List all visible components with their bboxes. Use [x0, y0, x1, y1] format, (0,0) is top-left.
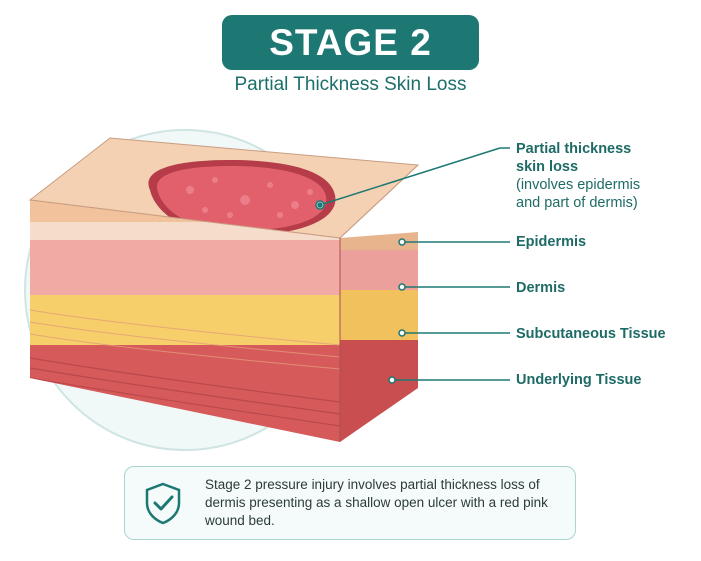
- info-text: Stage 2 pressure injury involves partial…: [205, 476, 565, 530]
- callout-partial-thickness: Partial thickness skin loss (involves ep…: [516, 140, 640, 212]
- callout-underlying: Underlying Tissue: [516, 371, 641, 389]
- info-box: Stage 2 pressure injury involves partial…: [124, 466, 576, 540]
- callout-subcutaneous: Subcutaneous Tissue: [516, 325, 666, 343]
- callout-dermis: Dermis: [516, 279, 565, 297]
- shield-check-icon: [143, 481, 183, 525]
- side-face: [335, 225, 425, 450]
- callout-epidermis: Epidermis: [516, 233, 586, 251]
